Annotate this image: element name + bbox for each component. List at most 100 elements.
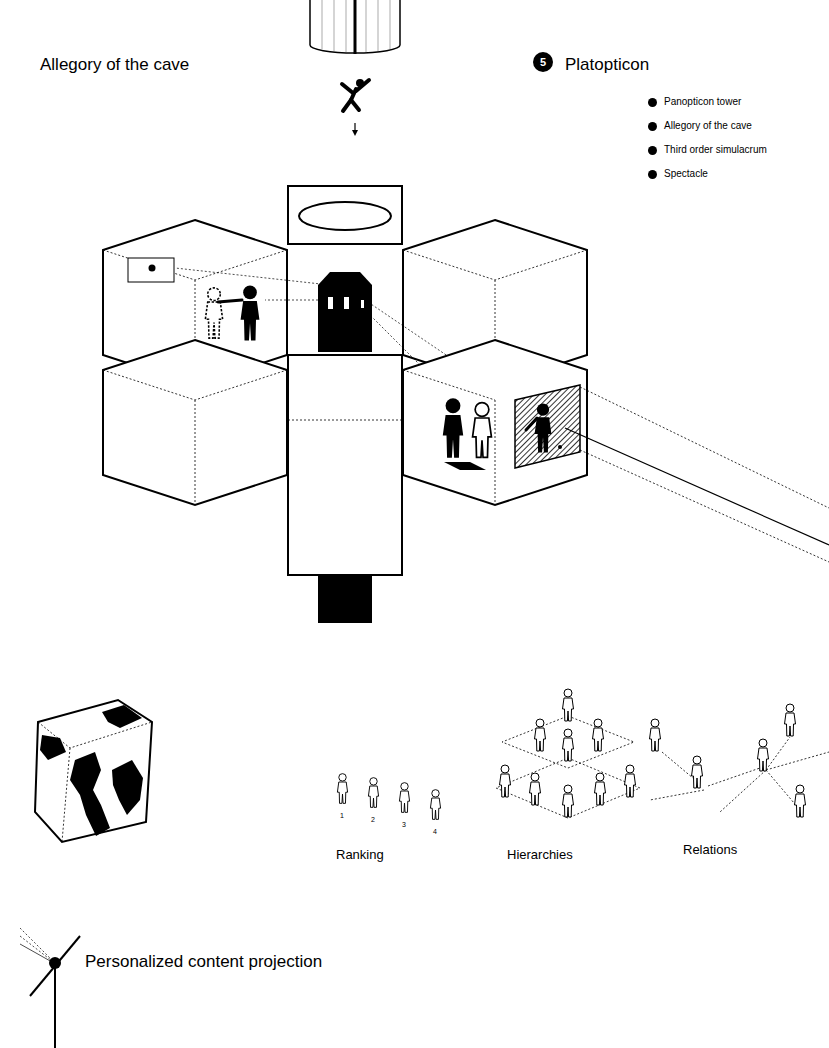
projection-label: Personalized content projection xyxy=(85,952,322,972)
art-polyline xyxy=(403,370,495,400)
art-use xyxy=(563,729,574,761)
art-use xyxy=(795,785,806,817)
art-polygon xyxy=(496,758,640,818)
art-use xyxy=(205,288,222,338)
art-path xyxy=(112,760,143,815)
art-circle xyxy=(149,265,156,272)
rank-number: 2 xyxy=(371,816,375,824)
art-line xyxy=(334,0,335,51)
art-use xyxy=(430,790,440,820)
legend-bullet xyxy=(648,170,657,179)
art-use xyxy=(593,719,604,751)
rank-number: 1 xyxy=(340,812,344,820)
art-line xyxy=(351,100,359,110)
rank-number: 3 xyxy=(402,821,406,829)
art-line xyxy=(650,790,704,800)
art-line xyxy=(526,418,537,430)
art-path xyxy=(102,705,142,728)
art-polyline xyxy=(103,370,287,400)
callout-circle: 5 xyxy=(533,52,553,72)
art-path xyxy=(40,735,66,760)
art-circle xyxy=(558,445,562,449)
art-line xyxy=(708,768,760,786)
art-use xyxy=(399,783,409,813)
art-line xyxy=(175,268,330,285)
art-use xyxy=(443,398,463,457)
art-rect xyxy=(128,258,174,282)
legend-bullet xyxy=(648,122,657,131)
art-use xyxy=(692,756,703,788)
art-polygon xyxy=(502,716,634,768)
art-path xyxy=(318,272,372,352)
art-line xyxy=(54,966,56,1048)
art-line xyxy=(356,80,369,91)
art-ellipse xyxy=(299,202,391,230)
art-rect xyxy=(288,355,402,575)
group-label: Ranking xyxy=(336,848,384,863)
cell-cube xyxy=(103,340,287,505)
art-polyline xyxy=(403,250,587,280)
ranking-figures xyxy=(337,774,440,820)
projector-symbol xyxy=(20,928,80,1048)
art-line xyxy=(565,428,829,545)
art-line xyxy=(288,420,402,421)
art-rect xyxy=(328,297,333,309)
art-line xyxy=(20,936,52,961)
art-use xyxy=(650,719,661,751)
rank-number: 4 xyxy=(433,828,437,836)
art-polygon xyxy=(352,130,358,136)
hierarchy-figures xyxy=(496,689,640,818)
group-label: Hierarchies xyxy=(507,848,573,863)
art-line xyxy=(720,770,766,812)
legend-text: Allegory of the cave xyxy=(664,120,752,132)
down-arrow xyxy=(352,123,358,136)
art-polygon xyxy=(103,340,287,505)
art-line xyxy=(766,737,790,770)
art-use xyxy=(530,773,541,805)
art-use xyxy=(785,704,796,736)
art-path xyxy=(70,752,110,836)
art-circle xyxy=(49,957,61,969)
art-line xyxy=(390,0,391,49)
art-line xyxy=(62,748,70,842)
art-rect xyxy=(288,186,402,244)
legend-text: Panopticon tower xyxy=(664,96,741,108)
legend-text: Third order simulacrum xyxy=(664,144,767,156)
art-use xyxy=(368,778,378,808)
cylinder xyxy=(310,0,400,54)
art-line xyxy=(495,400,496,505)
projection-lines xyxy=(565,387,829,562)
shaft-box xyxy=(288,186,402,244)
callout-number: 5 xyxy=(540,57,546,68)
art-line xyxy=(378,0,379,51)
legend-text: Spectacle xyxy=(664,168,708,180)
art-rect xyxy=(344,297,349,309)
relation-figures xyxy=(650,704,829,817)
art-use xyxy=(625,765,636,797)
art-line xyxy=(346,0,347,52)
art-line xyxy=(322,0,323,49)
art-polyline xyxy=(38,722,152,748)
art-rect xyxy=(361,300,364,308)
art-use xyxy=(473,403,492,458)
tower-column xyxy=(288,355,402,623)
art-line xyxy=(195,400,196,505)
art-line xyxy=(366,0,367,52)
falling-figure xyxy=(342,79,369,111)
art-line xyxy=(309,0,311,45)
art-use xyxy=(337,774,347,804)
diagram-title: Platopticon xyxy=(565,55,649,75)
art-line xyxy=(354,0,357,54)
art-line xyxy=(766,752,829,770)
cave-scene xyxy=(443,385,580,470)
art-line xyxy=(20,928,52,960)
art-line xyxy=(580,450,829,562)
art-rect xyxy=(318,575,372,623)
art-use xyxy=(595,773,606,805)
legend-bullet xyxy=(648,146,657,155)
art-line xyxy=(218,300,242,302)
art-line xyxy=(342,84,353,93)
art-use xyxy=(535,719,546,751)
